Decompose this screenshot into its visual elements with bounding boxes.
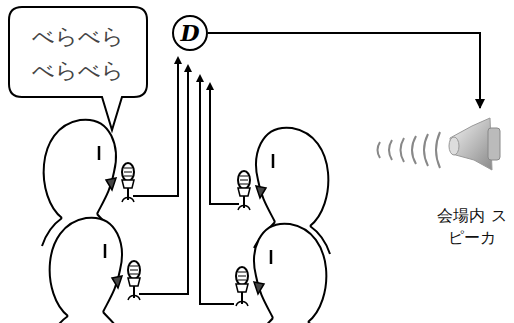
person-bottom-right [236,224,328,323]
device-label: D [180,22,199,44]
speaker-node: 会場内 スピーカ [432,108,512,253]
signal-connector [208,33,480,108]
speaker-cone [450,118,492,170]
speech-text: べらべら べらべら [28,20,128,88]
sound-waves [378,132,441,168]
speaker-body [488,128,500,160]
speaker-label: 会場内 スピーカ [437,205,507,249]
speech-bubble: べらべら べらべら [8,6,148,98]
mic-wires [133,60,239,304]
speaker-mouth [449,137,459,155]
speaker-icon [432,108,512,198]
bubble-path [9,7,147,130]
person-bottom-left [48,218,140,323]
device-circle: D [172,15,208,51]
